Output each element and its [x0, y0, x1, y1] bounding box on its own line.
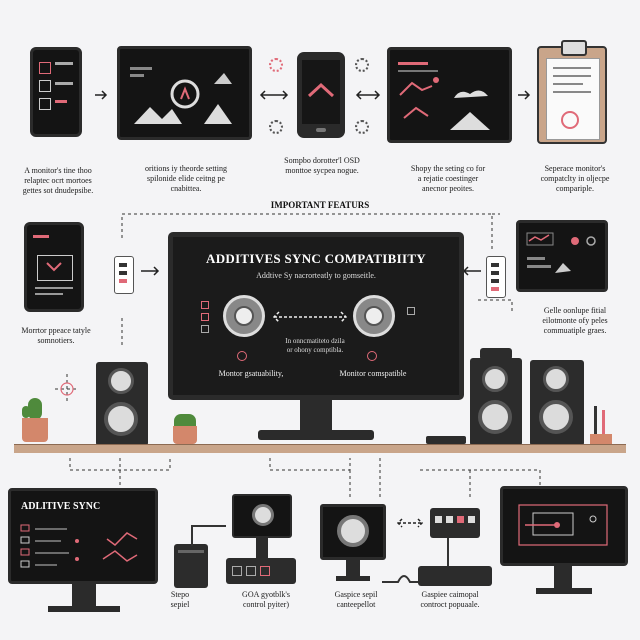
bottom-left-monitor: ADLITIVE SYNC: [8, 488, 158, 584]
top-caption-4: Shopy the seting co for a rejatie coesti…: [410, 164, 486, 193]
top-caption-3: Sompbo dorotter'l OSD monttoe sycpea nog…: [284, 156, 360, 175]
bottom-caption-2: GOA gyotblk's control pyiter): [242, 590, 290, 609]
clipboard-clip: [561, 40, 587, 56]
double-arrow-icon-2: [355, 90, 381, 100]
gpu-box: [174, 544, 208, 588]
loop-connector-icon: [55, 374, 79, 404]
mountain-scene-icon: [130, 67, 232, 124]
bottom-right-monitor: [500, 486, 628, 566]
cable-icon-2: [382, 575, 424, 583]
double-arrow-icon-3: [396, 518, 424, 528]
toggle-icon-2: [201, 313, 209, 321]
right-side-caption: Gelle oonlupe fitial eilotmonte ofy pele…: [542, 306, 608, 335]
desk-shelf: [14, 444, 626, 453]
menu-icon-4: [55, 82, 73, 85]
main-monitor-center-text: In onncmatiteto dzila or ohony comptibla…: [285, 337, 345, 354]
desk-tray: [426, 436, 466, 444]
left-speaker-cone-icon: [223, 295, 265, 337]
pen-holder: [590, 406, 614, 446]
main-monitor-stand: [300, 400, 332, 430]
settings-gear-icon-4: [355, 120, 369, 134]
top-caption-1: A monitor's tine thoo relaptec ocrt mort…: [22, 166, 94, 195]
arrow-right-icon-2: [518, 90, 531, 100]
right-speaker-cone-icon: [353, 295, 395, 337]
switch-box: [430, 508, 480, 538]
menu-icon-6: [55, 100, 67, 103]
graphics-card: [226, 558, 296, 584]
main-monitor: ADDITIVES SYNC COMPATIBIITY Addtive Sy n…: [168, 232, 464, 400]
clipboard: [537, 40, 607, 144]
right-speaker-2: [530, 360, 584, 446]
bottom-caption-3: Gaspice sepil canteepellot: [334, 590, 378, 609]
right-monitor: [516, 220, 608, 292]
menu-icon-5: [39, 98, 51, 110]
settings-gear-icon-3: [355, 58, 369, 72]
toggle-icon-4: [407, 307, 415, 315]
arrow-left-icon: [462, 266, 481, 276]
bottom-left-monitor-base: [48, 606, 120, 612]
left-side-caption: Morrtor ppeace tatyle somnotiers.: [21, 326, 91, 345]
arrow-right-icon-3: [141, 266, 160, 276]
top-caption-2: oritions iy theorde setting spilonide el…: [145, 164, 227, 193]
right-connector-dongle: [486, 256, 506, 298]
bottom-monitor-title: ADLITIVE SYNC: [21, 501, 101, 512]
main-monitor-subtitle: Addtive Sy nacrorteatly to gomseitle.: [256, 271, 376, 280]
settings-gear-icon: [269, 58, 283, 72]
main-monitor-base: [258, 430, 374, 440]
cable-icon: [191, 525, 226, 546]
main-monitor-title: ADDITIVES SYNC COMPATIBIITY: [206, 251, 426, 266]
window-icon: [37, 255, 73, 281]
smartphone: [297, 52, 345, 138]
toggle-icon-3: [201, 325, 209, 333]
speaker-cone-icon-2: [252, 504, 274, 526]
control-box: [418, 566, 492, 586]
bottom-left-monitor-stand: [72, 584, 96, 608]
graphics-monitor: [232, 494, 292, 538]
bottom-caption-4: Gaspiee caimopal controct popuaale.: [420, 590, 480, 609]
right-speaker-1: [470, 348, 522, 446]
osd-monitor: [117, 46, 252, 140]
menu-icon-2: [55, 62, 73, 65]
bottom-caption-1: Stepo sepiel: [170, 590, 190, 609]
settings-monitor: [387, 47, 512, 143]
cactus-plant-center: [170, 414, 200, 444]
sync-chart-icon: [20, 524, 138, 568]
top-caption-5: Seperace monitor's compatclty in oljecpe…: [540, 164, 610, 193]
status-dot-icon-left: [237, 351, 247, 361]
speaker-cone-icon-3: [337, 515, 369, 547]
status-dot-icon-right: [367, 351, 377, 361]
fingerprint-icon: [561, 111, 579, 129]
toggle-icon-1: [201, 301, 209, 309]
gaspice-monitor: [320, 504, 386, 560]
cactus-plant-left: [20, 398, 50, 444]
chevron-down-icon: [46, 262, 62, 272]
slider-icon: [33, 235, 49, 238]
left-speaker: [96, 362, 148, 446]
main-monitor-right-label: Monitor comspatible: [339, 369, 407, 378]
menu-icon-3: [39, 80, 51, 92]
frame-preview-icon: [518, 504, 608, 546]
double-arrow-icon: [259, 90, 289, 100]
settings-panel-icon: [526, 232, 596, 273]
chevron-up-icon: [307, 82, 335, 98]
graph-mountain-icon: [398, 62, 490, 130]
main-monitor-left-label: Montor gsatuability,: [218, 369, 284, 378]
settings-gear-icon-2: [269, 120, 283, 134]
menu-icon-1: [39, 62, 51, 74]
section-title: IMPORTANT FEATURS: [270, 200, 370, 210]
tablet-device: [30, 47, 82, 137]
left-connector-dongle: [114, 256, 134, 294]
arrow-right-icon: [95, 90, 108, 100]
bidirectional-arrow-icon: [272, 311, 348, 323]
left-tablet: [24, 222, 84, 312]
